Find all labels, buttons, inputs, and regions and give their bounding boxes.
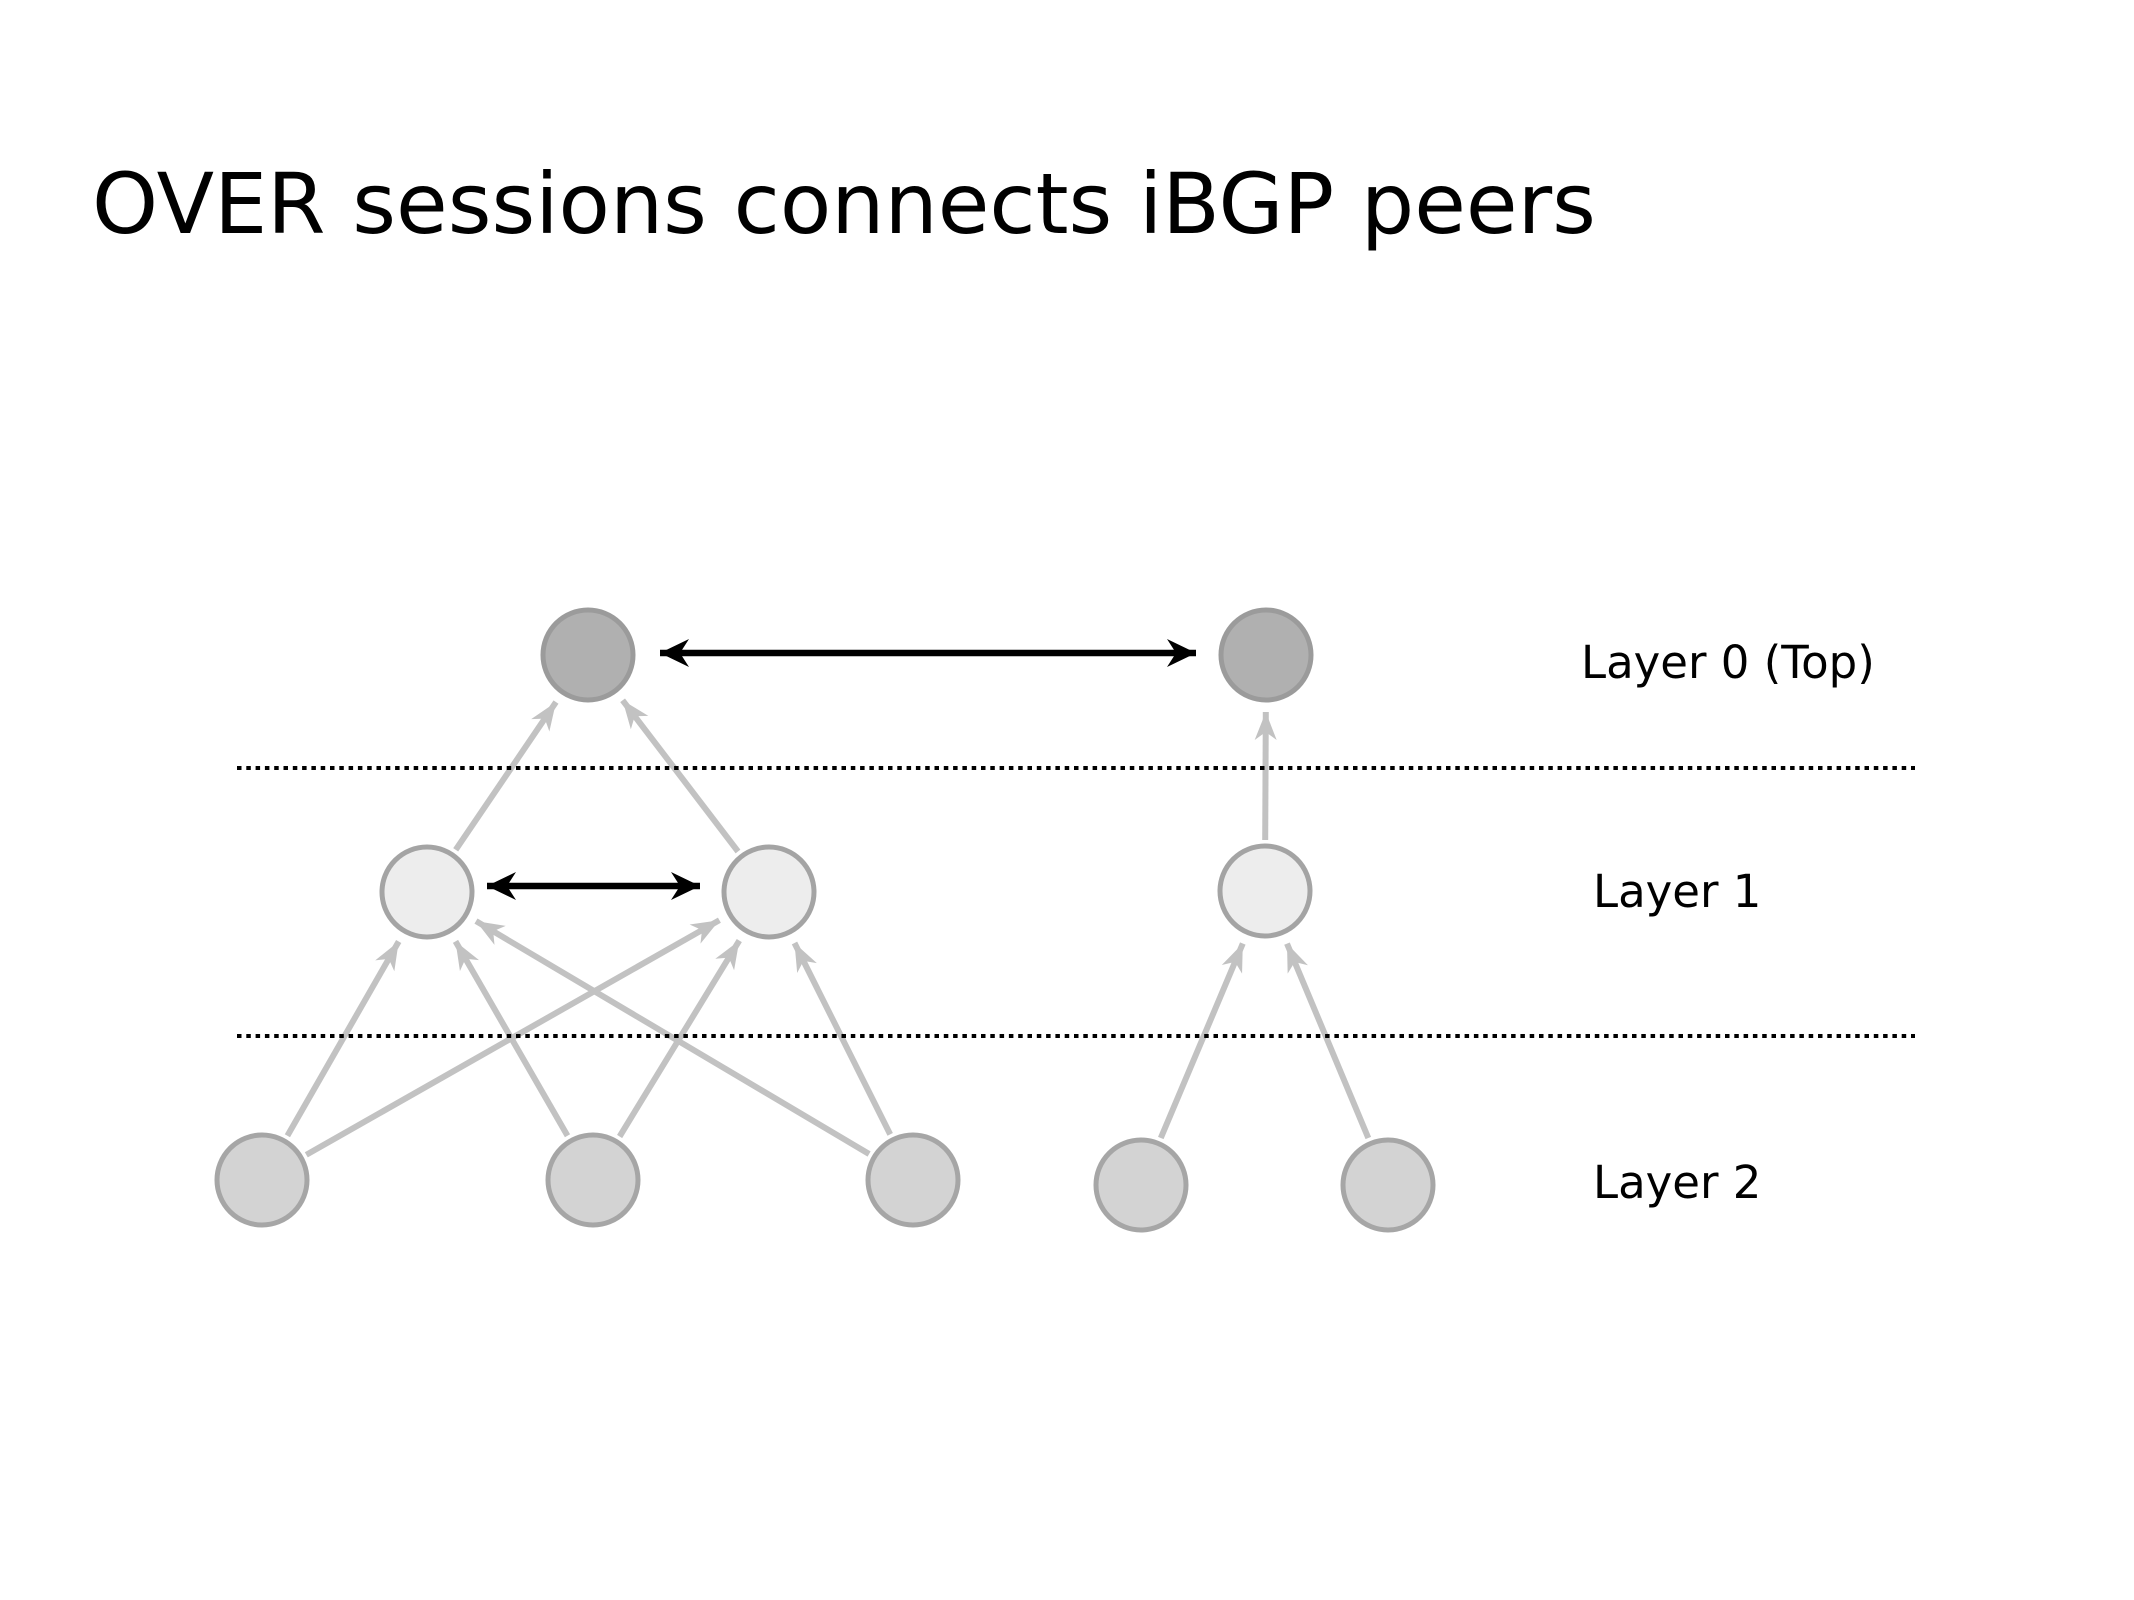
router-node-layer2-d xyxy=(1093,1137,1189,1233)
uplink-arrow-layer2-a-to-layer1-left xyxy=(284,940,402,1138)
router-node-layer2-a xyxy=(214,1132,310,1228)
layer-labels-group: Layer 0 (Top) Layer 1 Layer 2 xyxy=(1581,636,1875,1209)
router-node-layer1-right xyxy=(1217,843,1313,939)
layer-label-0: Layer 0 (Top) xyxy=(1581,636,1875,689)
uplink-arrow-layer2-a-to-layer1-mid xyxy=(304,917,721,1158)
router-node-layer0-left xyxy=(540,607,636,703)
router-node-layer1-mid xyxy=(721,844,817,940)
uplink-arrow-layer1-left-to-layer0-left xyxy=(453,700,559,852)
slide-title: OVER sessions connects iBGP peers xyxy=(92,155,1596,253)
router-nodes-group xyxy=(214,607,1436,1233)
layer-label-1: Layer 1 xyxy=(1593,865,1761,918)
uplink-arrow-layer2-c-to-layer1-mid xyxy=(791,941,893,1136)
uplink-arrows-group xyxy=(284,698,1372,1158)
router-node-layer1-left xyxy=(379,844,475,940)
uplink-arrow-layer2-e-to-layer1-right xyxy=(1284,942,1372,1140)
router-node-layer0-right xyxy=(1218,607,1314,703)
router-node-layer2-e xyxy=(1340,1137,1436,1233)
uplink-arrow-layer1-right-to-layer0-right xyxy=(1254,711,1277,841)
router-node-layer2-c xyxy=(865,1132,961,1228)
layer-dividers-group xyxy=(237,766,1915,1038)
uplink-arrow-layer1-mid-to-layer0-left xyxy=(620,698,741,854)
uplink-arrow-layer2-d-to-layer1-right xyxy=(1158,942,1246,1140)
router-node-layer2-b xyxy=(545,1132,641,1228)
session-arrows-group xyxy=(487,639,1196,900)
uplink-arrow-layer2-c-to-layer1-left xyxy=(474,918,871,1157)
layer-label-2: Layer 2 xyxy=(1593,1156,1761,1209)
uplink-arrow-layer2-b-to-layer1-mid xyxy=(617,939,742,1139)
